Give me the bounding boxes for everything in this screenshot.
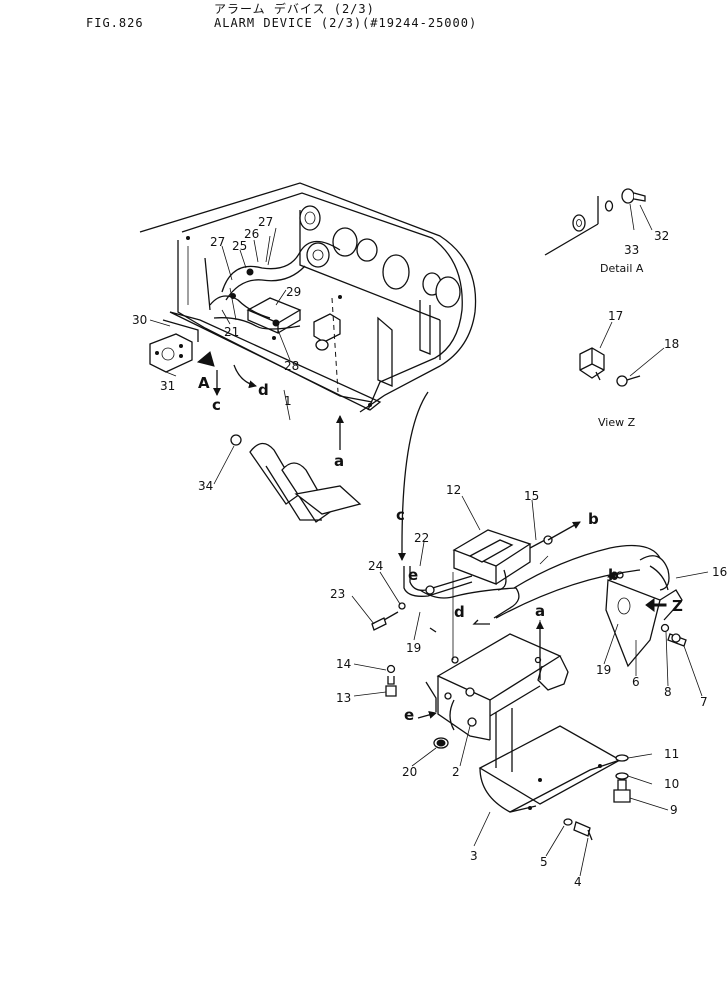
arrow-label-a-top: a: [334, 452, 344, 470]
callout-18: 18: [664, 337, 679, 351]
arrow-label-c-alarm: c: [396, 506, 405, 524]
callout-27-right: 27: [258, 215, 273, 229]
callout-29: 29: [286, 285, 301, 299]
callout-3: 3: [470, 849, 478, 863]
callout-30: 30: [132, 313, 147, 327]
arrow-label-a-bracket: a: [535, 602, 545, 620]
callout-21: 21: [224, 325, 239, 339]
arrow-label-view-a: A: [198, 374, 210, 392]
callout-17: 17: [608, 309, 623, 323]
fasteners: [371, 602, 681, 841]
callout-28: 28: [284, 359, 299, 373]
title-english: ALARM DEVICE (2/3)(#19244-25000): [214, 16, 478, 30]
arrow-label-e-bracket: e: [404, 706, 414, 724]
callout-9: 9: [670, 803, 678, 817]
callout-27-left: 27: [210, 235, 225, 249]
callout-24: 24: [368, 559, 383, 573]
callout-4: 4: [574, 875, 582, 889]
callout-10: 10: [664, 777, 679, 791]
callout-23: 23: [330, 587, 345, 601]
callout-19-right: 19: [596, 663, 611, 677]
callout-19-left: 19: [406, 641, 421, 655]
callout-14: 14: [336, 657, 351, 671]
callout-15: 15: [524, 489, 539, 503]
callout-1: 1: [284, 394, 292, 408]
callout-16: 16: [712, 565, 727, 579]
callout-6: 6: [632, 675, 640, 689]
callout-5: 5: [540, 855, 548, 869]
callout-34: 34: [198, 479, 213, 493]
pedal-assembly: [230, 434, 362, 523]
arrow-label-d-top: d: [258, 381, 269, 399]
callout-25: 25: [232, 239, 247, 253]
connection-arrows: [196, 351, 667, 719]
callout-31: 31: [160, 379, 175, 393]
callout-22: 22: [414, 531, 429, 545]
callout-2: 2: [452, 765, 460, 779]
part-callouts: 1 2 3 4 5 6 7 8 9 10 11 12 13 14 15 16 1…: [132, 215, 727, 889]
arrow-label-b-alarm: b: [588, 510, 599, 528]
callout-8: 8: [664, 685, 672, 699]
arrow-label-e-alarm: e: [408, 566, 418, 584]
alarm-unit: [403, 529, 661, 619]
main-bracket-2: [436, 633, 569, 741]
callout-12: 12: [446, 483, 461, 497]
callout-20: 20: [402, 765, 417, 779]
callout-7: 7: [700, 695, 708, 709]
arrow-label-c-top: c: [212, 396, 221, 414]
arrow-label-b-bracket: b: [608, 566, 619, 584]
arrow-label-view-z: Z: [672, 597, 683, 615]
arrow-label-d-alarm: d: [454, 603, 465, 621]
title-japanese: アラーム デバイス (2/3): [214, 2, 375, 16]
cover-3: [478, 708, 622, 813]
callout-33: 33: [624, 243, 639, 257]
callout-26: 26: [244, 227, 259, 241]
callout-13: 13: [336, 691, 351, 705]
caption-view-z: View Z: [598, 416, 636, 429]
leader-lines: [149, 203, 709, 877]
detail-a-view: [544, 188, 646, 256]
callout-11: 11: [664, 747, 679, 761]
view-z: [579, 347, 641, 387]
caption-detail-a: Detail A: [600, 262, 644, 275]
figure-number: FIG.826: [86, 16, 144, 30]
callout-32: 32: [654, 229, 669, 243]
dashboard-assembly: [139, 182, 477, 413]
